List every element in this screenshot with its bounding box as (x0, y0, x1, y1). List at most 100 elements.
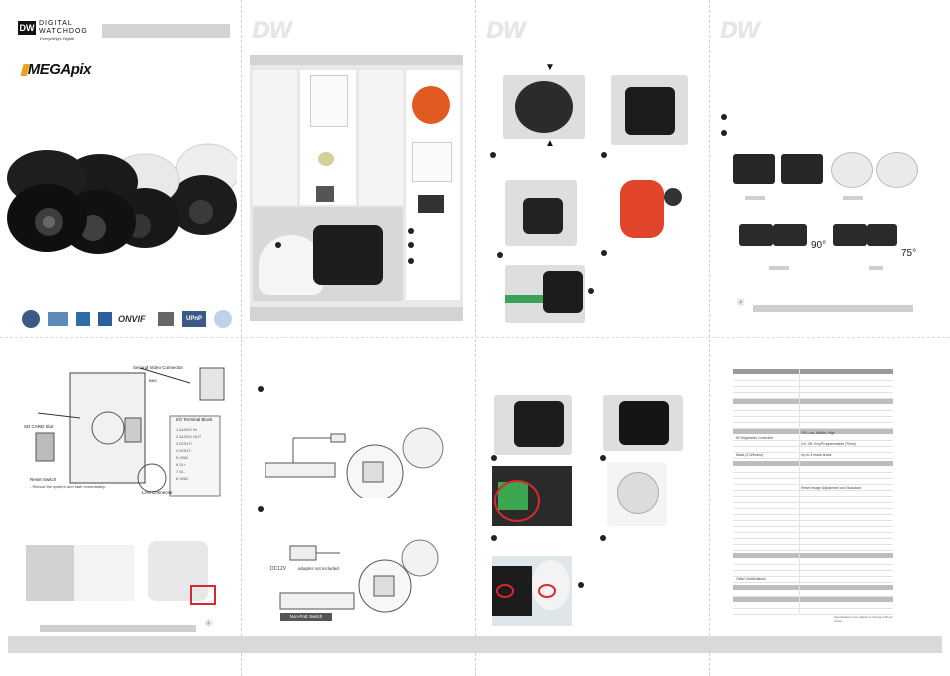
spec-row (733, 447, 893, 453)
spec-label: Other Certifications (736, 577, 766, 581)
tilt-camera-1 (739, 224, 773, 246)
tilt-camera-2 (773, 224, 807, 246)
footer-band (8, 636, 942, 653)
spec-value: Reset Image Adjustment and Standard (801, 486, 862, 490)
bullet-dot (491, 455, 497, 461)
terminal-pin: 4 DOUT- (176, 448, 192, 453)
connector-diagram (35, 367, 225, 497)
spec-label: Mask (4 Window) (736, 453, 764, 457)
contents-col-2 (300, 70, 356, 205)
spec-row (733, 381, 893, 387)
megapix-logo: ▮MEGApix (20, 61, 92, 78)
terminal-pin-list: 1 AUDIO IN 2 AUDIO OUT 3 DOUT+ 4 DOUT- 5… (176, 426, 216, 482)
spec-row (733, 571, 893, 577)
template-image (412, 142, 452, 182)
note-box (26, 545, 134, 601)
feature-icons-row: ONVIF UPnP (22, 310, 234, 328)
spec-row (733, 375, 893, 381)
spec-row (733, 609, 893, 615)
spec-row (733, 423, 893, 429)
terminal-pin: 1 AUDIO IN (176, 427, 197, 432)
step-insert-photo (603, 395, 683, 451)
spec-row (733, 411, 893, 417)
upnp-icon: UPnP (182, 311, 206, 327)
dome-camera-photo (253, 207, 403, 301)
spec-row (733, 393, 893, 399)
terminal-pin: 5 GND (176, 455, 189, 460)
megapix-text: MEGApix (27, 61, 92, 78)
drill-image (620, 180, 664, 238)
spec-row (733, 509, 893, 515)
non-poe-switch-label: Non-PoE Switch (280, 613, 332, 621)
spec-section-header (733, 399, 893, 404)
dw-watermark-logo: DW (720, 19, 761, 44)
tip-bar (753, 305, 913, 312)
highlight-circle (494, 480, 540, 522)
camera-module (313, 225, 383, 285)
camera-body (523, 198, 563, 234)
pan-dome-2 (876, 152, 918, 188)
cable-image (316, 186, 334, 202)
spec-row (733, 533, 893, 539)
arrow-down-icon: ▼ (545, 62, 555, 73)
hd-icon (22, 310, 40, 328)
note-box-header (26, 545, 74, 601)
camera-module-sketch (148, 541, 208, 601)
io-terminal-label: I/O Terminal Block (176, 417, 213, 422)
tools-image (418, 195, 444, 213)
lan-connector-label: LAN Connector (142, 490, 173, 495)
camera-side-image (138, 535, 228, 610)
spec-row (733, 565, 893, 571)
spec-row (733, 485, 893, 491)
spec-section-header (733, 429, 893, 434)
dw-watermark-logo: DW (252, 19, 293, 44)
spec-value: Up to 4 mask areas (801, 453, 832, 457)
tilt-angle-90: 90° (811, 240, 827, 251)
module-image (625, 87, 675, 135)
package-contents-box (250, 55, 463, 321)
spec-row (733, 387, 893, 393)
caption-bar (843, 196, 863, 200)
bullet-dot (601, 152, 607, 158)
reset-switch-note: - Reboot the system and start immediatel… (30, 484, 106, 489)
dome-image (617, 472, 659, 514)
spec-row (733, 545, 893, 551)
spec-row (733, 603, 893, 609)
step-final-photo (492, 556, 572, 626)
spec-row (733, 479, 893, 485)
contents-header (250, 55, 463, 65)
contents-footer (250, 307, 463, 321)
spec-row (733, 559, 893, 565)
sd-card-label: SD CARD Slot (24, 424, 54, 429)
highlight-box (190, 585, 216, 605)
spec-row (733, 435, 893, 441)
poe-connection-diagram (265, 427, 444, 498)
spec-row (733, 405, 893, 411)
bullet-dot (275, 242, 281, 248)
onvif-icon: ONVIF (118, 314, 146, 324)
spec-section-header (733, 585, 893, 590)
step-dome-photo (607, 462, 667, 526)
memory-icon (158, 312, 174, 326)
brand-tagline: Everything's Digital (40, 36, 74, 41)
spec-row (733, 491, 893, 497)
terminal-pin: 7 DI- (176, 469, 185, 474)
tip-star-icon: ✳ (736, 297, 746, 309)
spec-value: On, Off, Key/Programmable (Timer) (801, 442, 857, 446)
camera-top (515, 81, 573, 133)
caption-bar (745, 196, 765, 200)
pan-camera-1 (733, 154, 775, 184)
spec-label: IR Brightness Controller (736, 436, 774, 440)
step-screw-photo (505, 180, 577, 246)
arrow-up-icon: ▲ (545, 138, 555, 149)
bullet-dot (491, 535, 497, 541)
caption-bar (869, 266, 883, 270)
caption-bar (769, 266, 789, 270)
bullet-dot (408, 228, 414, 234)
spec-row (733, 521, 893, 527)
bullet-dot (588, 288, 594, 294)
bullet-dot (721, 114, 727, 120)
camera-icon (98, 312, 112, 326)
camera-group-image (7, 143, 237, 254)
camera-body (543, 271, 583, 313)
